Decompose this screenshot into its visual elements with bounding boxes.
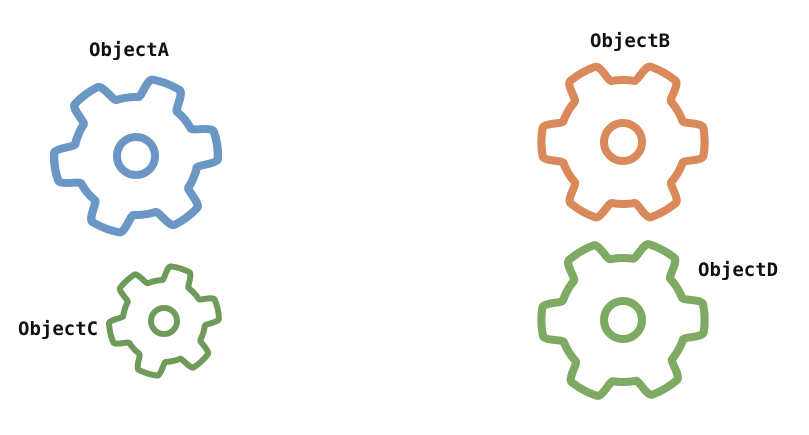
- gear-d-hub: [600, 297, 646, 343]
- object-b-label: ObjectB: [590, 30, 671, 52]
- gear-c-hub: [148, 305, 180, 337]
- gear-d-outline: [537, 240, 709, 400]
- object-a-label: ObjectA: [89, 39, 170, 61]
- gear-icon-object-a: [49, 75, 223, 237]
- gear-a-outline: [49, 75, 223, 237]
- object-d-label: ObjectD: [698, 259, 779, 281]
- gear-a-hub: [113, 133, 159, 179]
- gear-icon-object-c: [106, 263, 222, 379]
- gear-icon-object-d: [537, 240, 709, 400]
- gear-icon-object-b: [537, 62, 709, 222]
- gear-b-hub: [600, 119, 646, 165]
- object-c-label: ObjectC: [18, 318, 99, 340]
- gear-b-outline: [537, 62, 709, 222]
- gear-c-outline: [106, 263, 222, 379]
